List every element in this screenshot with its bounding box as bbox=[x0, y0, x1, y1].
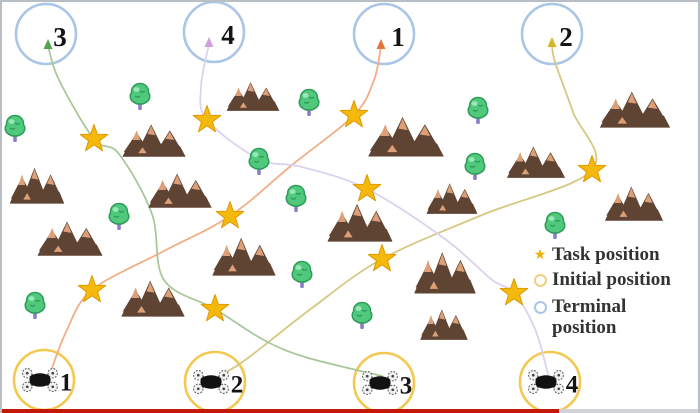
mountain-icon bbox=[506, 146, 566, 178]
task-position-star bbox=[577, 155, 607, 183]
task-star-icon: ★ bbox=[533, 247, 547, 263]
tree-icon bbox=[285, 184, 307, 212]
terminal-position-1 bbox=[352, 2, 416, 66]
terminal-position-number: 3 bbox=[53, 22, 67, 52]
mountain-icon bbox=[37, 221, 103, 256]
initial-position-number: 3 bbox=[400, 373, 413, 400]
initial-position-number: 4 bbox=[566, 372, 579, 399]
terminal-position-number: 2 bbox=[559, 22, 573, 52]
task-position-star bbox=[499, 278, 529, 306]
route-arrowhead-uav4 bbox=[204, 37, 214, 47]
tree-icon bbox=[298, 88, 320, 116]
mountain-icon bbox=[148, 173, 212, 208]
route-arrowhead-uav2 bbox=[547, 37, 557, 47]
mountain-icon bbox=[420, 309, 468, 340]
drone-icon bbox=[22, 367, 58, 393]
video-progress-played bbox=[2, 409, 559, 413]
mountain-icon bbox=[9, 167, 65, 204]
tree-icon bbox=[108, 202, 130, 230]
tree-icon bbox=[24, 291, 46, 319]
legend-label-task: Task position bbox=[552, 244, 660, 265]
legend: ★ Task position Initial position Termina… bbox=[528, 244, 698, 338]
mountain-icon bbox=[604, 186, 664, 221]
task-position-star bbox=[77, 275, 107, 303]
legend-item-terminal: Terminal position bbox=[528, 296, 698, 338]
legend-item-initial: Initial position bbox=[528, 269, 698, 293]
route-uav1 bbox=[49, 45, 382, 375]
task-position-star bbox=[352, 174, 382, 202]
task-position-star bbox=[200, 294, 230, 322]
legend-label-initial: Initial position bbox=[552, 269, 671, 290]
route-uav2 bbox=[219, 43, 598, 377]
mountain-icon bbox=[327, 203, 393, 242]
legend-item-task: ★ Task position bbox=[528, 244, 698, 266]
tree-icon bbox=[464, 152, 486, 180]
terminal-position-number: 1 bbox=[391, 22, 405, 52]
mountain-icon bbox=[122, 124, 186, 157]
tree-icon bbox=[291, 260, 313, 288]
mountain-icon bbox=[599, 91, 671, 128]
initial-position-number: 2 bbox=[231, 372, 244, 399]
drone-icon bbox=[193, 369, 229, 395]
route-uav3 bbox=[47, 45, 383, 377]
legend-label-terminal: Terminal position bbox=[552, 296, 627, 338]
terminal-position-2 bbox=[520, 2, 584, 66]
terminal-position-number: 4 bbox=[221, 20, 235, 50]
drone-icon bbox=[362, 370, 398, 396]
terminal-position-4 bbox=[182, 2, 246, 64]
tree-icon bbox=[467, 96, 489, 124]
mountain-icon bbox=[368, 116, 444, 157]
drone-icon bbox=[528, 369, 564, 395]
mountain-icon bbox=[121, 280, 185, 317]
tree-icon bbox=[248, 147, 270, 175]
tree-icon bbox=[129, 82, 151, 110]
initial-circle-icon bbox=[528, 269, 552, 293]
task-position-star bbox=[215, 201, 245, 229]
initial-position-number: 1 bbox=[60, 370, 73, 397]
mountain-icon bbox=[212, 237, 276, 276]
mountain-icon bbox=[414, 252, 476, 294]
video-progress-bar[interactable] bbox=[2, 409, 698, 413]
terminal-position-3 bbox=[14, 2, 78, 66]
mountain-icon bbox=[426, 183, 478, 214]
terminal-circle-icon bbox=[528, 296, 552, 320]
route-arrowhead-uav1 bbox=[376, 39, 386, 49]
task-position-star bbox=[367, 244, 397, 272]
tree-icon bbox=[544, 211, 566, 239]
task-position-star bbox=[192, 105, 222, 133]
task-position-star bbox=[339, 100, 369, 128]
tree-icon bbox=[351, 301, 373, 329]
tree-icon bbox=[4, 114, 26, 142]
route-arrowhead-uav3 bbox=[43, 39, 53, 49]
task-position-star bbox=[79, 124, 109, 152]
mountain-icon bbox=[226, 82, 280, 111]
